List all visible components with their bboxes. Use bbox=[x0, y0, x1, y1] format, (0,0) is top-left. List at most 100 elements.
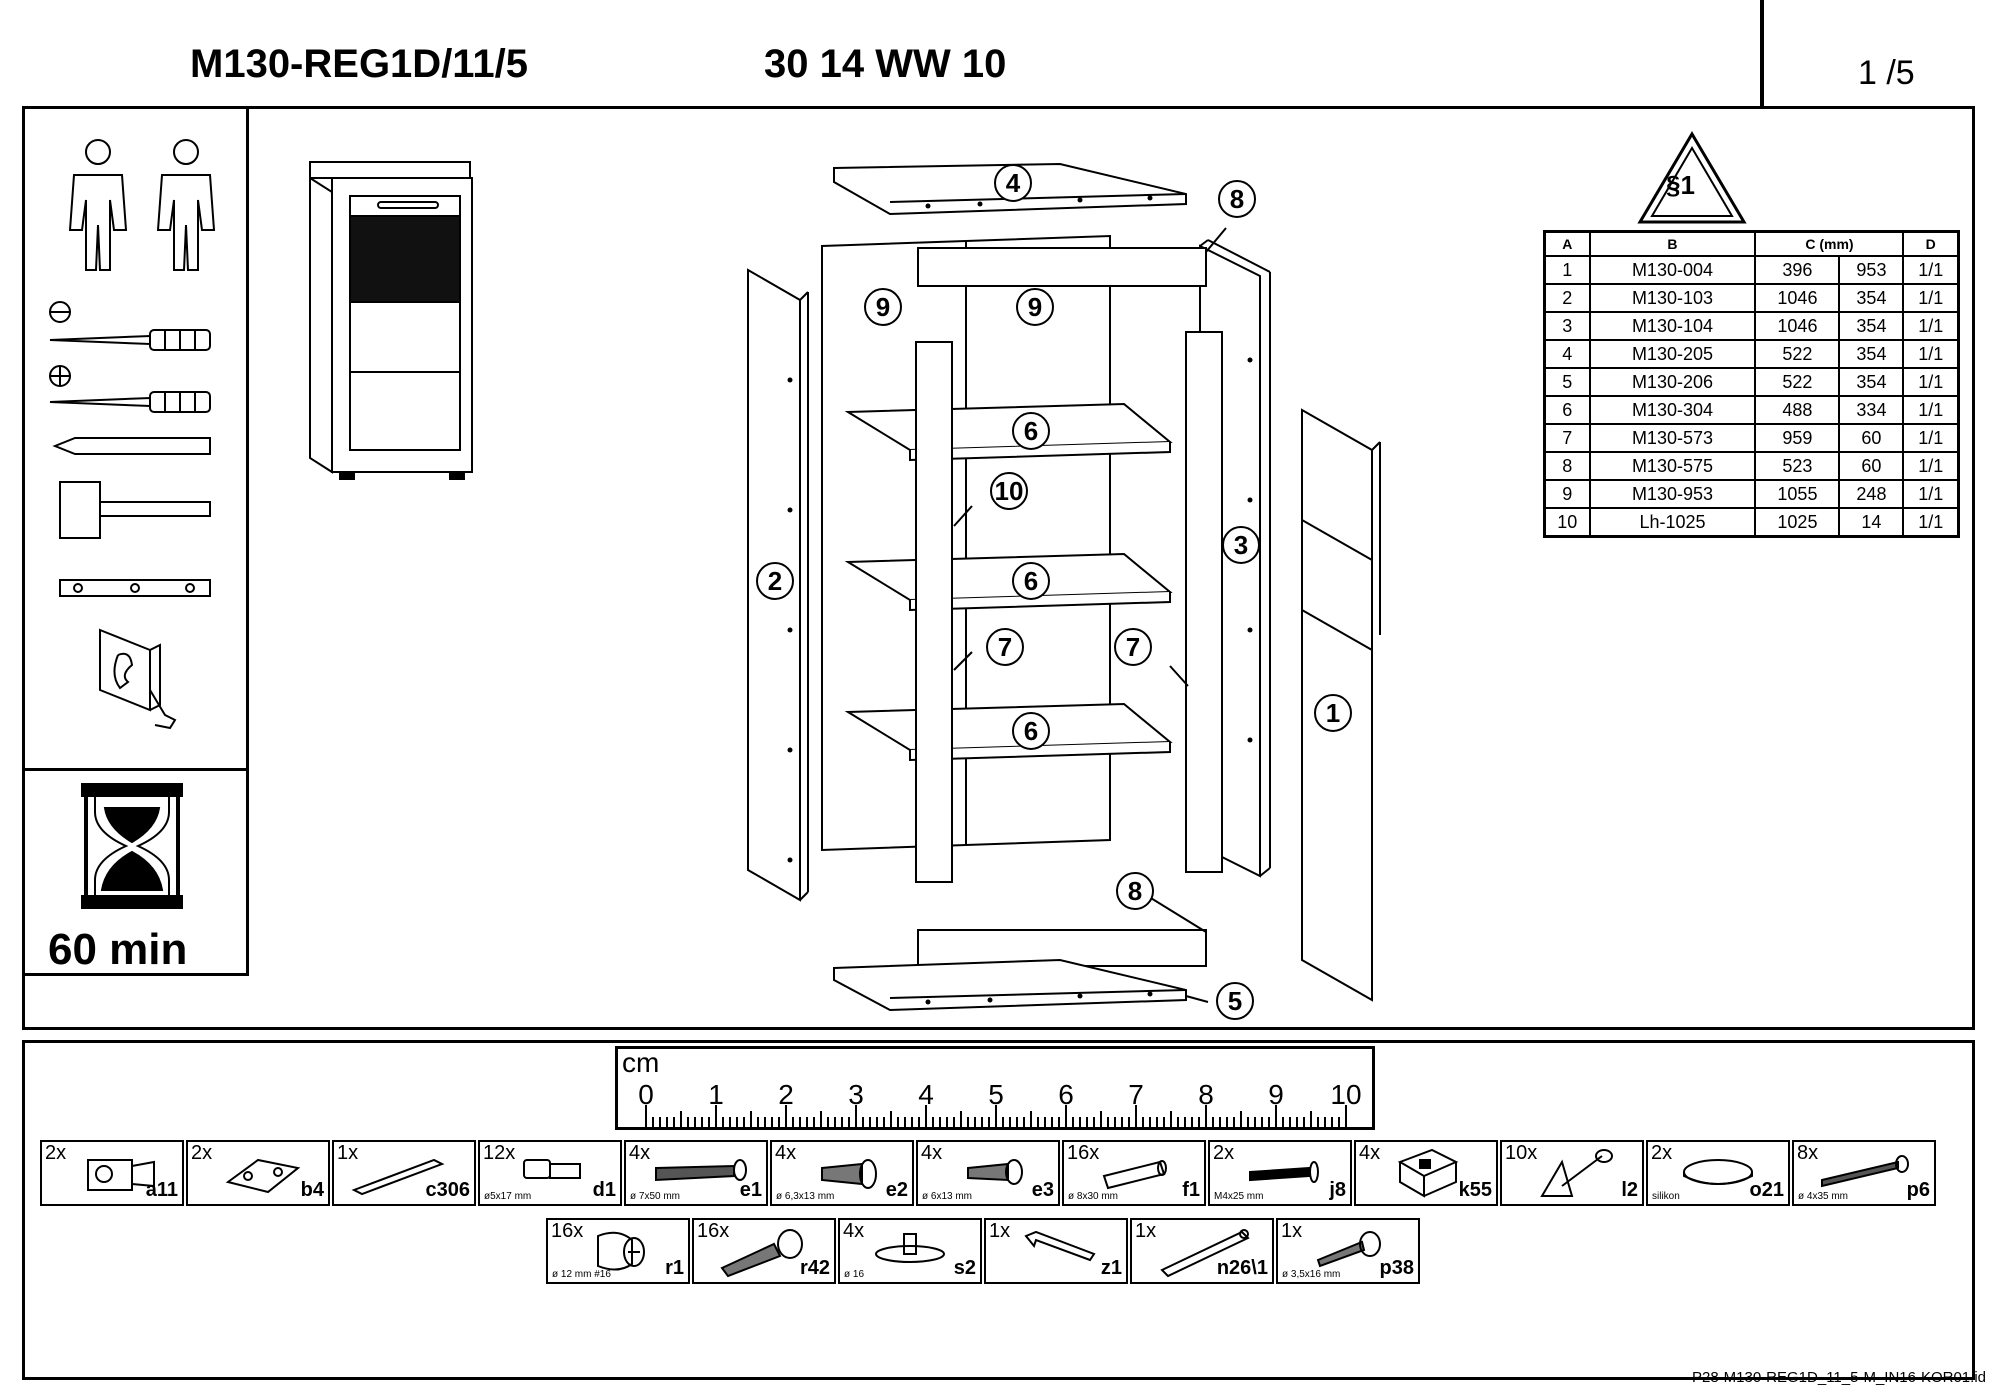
ruler-tick bbox=[918, 1117, 920, 1127]
cell: 354 bbox=[1838, 339, 1905, 369]
ruler-tick bbox=[1023, 1117, 1025, 1127]
ruler-tick bbox=[1317, 1117, 1319, 1127]
ruler-tick bbox=[1016, 1117, 1018, 1127]
ruler-tick bbox=[848, 1117, 850, 1127]
ruler-tick bbox=[764, 1117, 766, 1127]
ruler: cm 0 1 2 3 4 5 6 7 8 9 10 bbox=[615, 1046, 1375, 1130]
ruler-tick bbox=[981, 1117, 983, 1127]
column-header: A bbox=[1543, 230, 1591, 257]
ruler-tick bbox=[1163, 1117, 1165, 1127]
quantity: 16x bbox=[697, 1220, 730, 1242]
ruler-tick bbox=[1331, 1117, 1333, 1127]
ruler-number: 0 bbox=[638, 1079, 654, 1110]
part-code: k55 bbox=[1458, 1179, 1492, 1201]
ruler-tick bbox=[1002, 1117, 1004, 1127]
tools-illustration bbox=[49, 139, 216, 730]
ruler-tick bbox=[1261, 1117, 1263, 1127]
ruler-tick bbox=[673, 1117, 675, 1127]
part-callout-6: 6 bbox=[1012, 412, 1050, 450]
part-callout-6: 6 bbox=[1012, 712, 1050, 750]
ruler-tick bbox=[1289, 1117, 1291, 1127]
quantity: 10x bbox=[1505, 1142, 1538, 1164]
quantity: 8x bbox=[1797, 1142, 1819, 1164]
person-icon bbox=[68, 139, 128, 271]
part-callout-8: 8 bbox=[1116, 872, 1154, 910]
part-callout-10: 10 bbox=[990, 472, 1028, 510]
ruler-tick bbox=[771, 1117, 773, 1127]
ruler-tick bbox=[757, 1117, 759, 1127]
ruler-tick bbox=[1324, 1117, 1326, 1127]
ruler-tick bbox=[1282, 1117, 1284, 1127]
cap-icon bbox=[875, 1233, 945, 1263]
part-callout-8: 8 bbox=[1218, 180, 1256, 218]
ruler-tick bbox=[813, 1117, 815, 1127]
legal-badge: §1 bbox=[1666, 170, 1695, 200]
hardware-item-o21: 2x silikon o21 bbox=[1646, 1140, 1790, 1206]
ruler-tick bbox=[1142, 1117, 1144, 1127]
quantity: 2x bbox=[1213, 1142, 1235, 1164]
hardware-item-l2: 10x l2 bbox=[1500, 1140, 1644, 1206]
cell: M130-575 bbox=[1588, 451, 1757, 481]
cell: 14 bbox=[1838, 507, 1905, 538]
ruler-tick bbox=[736, 1117, 738, 1127]
assembly-time: 60 min bbox=[48, 925, 188, 974]
hardware-item-s2: 4x ø 16 s2 bbox=[838, 1218, 982, 1284]
ruler-tick bbox=[1226, 1117, 1228, 1127]
hardware-item-a11: 2x a11 bbox=[40, 1140, 184, 1206]
spec: ø5x17 mm bbox=[484, 1191, 532, 1202]
cell: 522 bbox=[1754, 339, 1841, 369]
cell: 522 bbox=[1754, 367, 1841, 397]
cell: 1/1 bbox=[1902, 479, 1960, 509]
ruler-tick bbox=[1247, 1117, 1249, 1127]
ruler-tick bbox=[1058, 1117, 1060, 1127]
cell: M130-573 bbox=[1588, 423, 1757, 453]
cell: 354 bbox=[1838, 311, 1905, 341]
ruler-tick bbox=[1044, 1117, 1046, 1127]
ruler-tick bbox=[1128, 1117, 1130, 1127]
wedge-screw-icon bbox=[1540, 1149, 1613, 1197]
hardware-item-b4: 2x b4 bbox=[186, 1140, 330, 1206]
part-callout-6: 6 bbox=[1012, 562, 1050, 600]
cell: 5 bbox=[1543, 367, 1591, 397]
ruler-tick bbox=[904, 1117, 906, 1127]
part-callout-5: 5 bbox=[1216, 982, 1254, 1020]
hardware-item-p6: 8x ø 4x35 mm p6 bbox=[1792, 1140, 1936, 1206]
cell: 1055 bbox=[1754, 479, 1841, 509]
warning-triangle-icon bbox=[1637, 131, 1747, 224]
ruler-tick bbox=[925, 1105, 927, 1127]
ruler-tick bbox=[855, 1105, 857, 1127]
column-header: C (mm) bbox=[1754, 230, 1905, 257]
ruler-tick bbox=[1037, 1117, 1039, 1127]
ruler-tick bbox=[1191, 1117, 1193, 1127]
part-code: e1 bbox=[739, 1179, 762, 1201]
ruler-tick bbox=[701, 1117, 703, 1127]
cell: 6 bbox=[1543, 395, 1591, 425]
part-code: a11 bbox=[145, 1179, 178, 1201]
part-code: r42 bbox=[799, 1257, 830, 1279]
column-header: B bbox=[1588, 230, 1757, 257]
quantity: 2x bbox=[1651, 1142, 1673, 1164]
screw-icon bbox=[655, 1159, 747, 1182]
ruler-tick bbox=[694, 1117, 696, 1127]
model-number: M130-REG1D/11/5 bbox=[190, 42, 528, 86]
hardware-item-k55: 4x k55 bbox=[1354, 1140, 1498, 1206]
ruler-tick bbox=[680, 1111, 682, 1127]
quantity: 1x bbox=[337, 1142, 359, 1164]
part-callout-2: 2 bbox=[756, 562, 794, 600]
ruler-tick bbox=[876, 1117, 878, 1127]
ruler-number: 2 bbox=[778, 1079, 794, 1110]
ruler-tick bbox=[666, 1117, 668, 1127]
quantity: 4x bbox=[775, 1142, 797, 1164]
ruler-tick bbox=[834, 1117, 836, 1127]
ruler-tick bbox=[932, 1117, 934, 1127]
part-code: d1 bbox=[592, 1179, 616, 1201]
ruler-tick bbox=[1310, 1111, 1312, 1127]
ruler-tick bbox=[750, 1111, 752, 1127]
exploded-view bbox=[747, 162, 1381, 1012]
